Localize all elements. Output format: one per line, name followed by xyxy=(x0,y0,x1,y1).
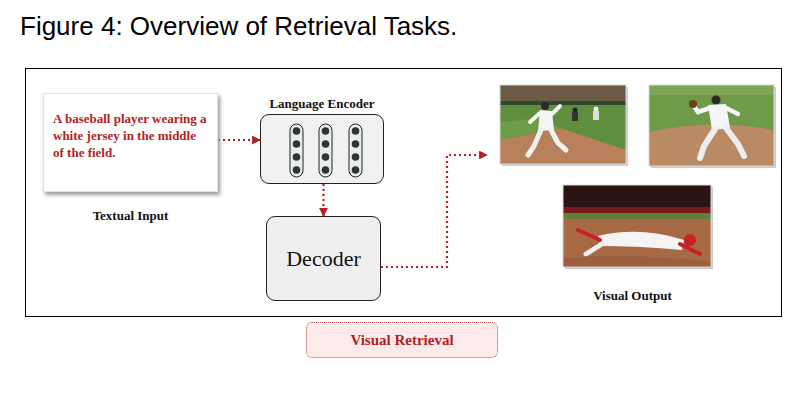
dotted-arrow xyxy=(218,139,260,141)
input-sentence: A baseball player wearing a white jersey… xyxy=(53,110,208,161)
decoder-box: Decoder xyxy=(266,216,381,301)
baseball-photo xyxy=(563,185,713,269)
encoder-box: Language Encoder xyxy=(260,114,384,184)
task-label: Visual Retrieval xyxy=(342,329,461,351)
decoder-label: Decoder xyxy=(278,244,369,274)
input-text-box: A baseball player wearing a white jersey… xyxy=(43,93,218,192)
encoder-neurons xyxy=(261,115,383,183)
encoder-title: Language Encoder xyxy=(231,96,413,112)
output-caption: Visual Output xyxy=(487,288,778,304)
dotted-arrow xyxy=(322,184,324,216)
dotted-arrow xyxy=(381,155,487,267)
baseball-photo xyxy=(649,85,776,168)
task-tag: Visual Retrieval xyxy=(306,322,498,358)
visual-output-group: Visual Output xyxy=(487,83,778,308)
figure-title: Figure 4: Overview of Retrieval Tasks. xyxy=(20,10,457,42)
figure-frame xyxy=(26,69,782,317)
input-caption: Textual Input xyxy=(24,208,237,224)
baseball-photo xyxy=(500,85,628,166)
